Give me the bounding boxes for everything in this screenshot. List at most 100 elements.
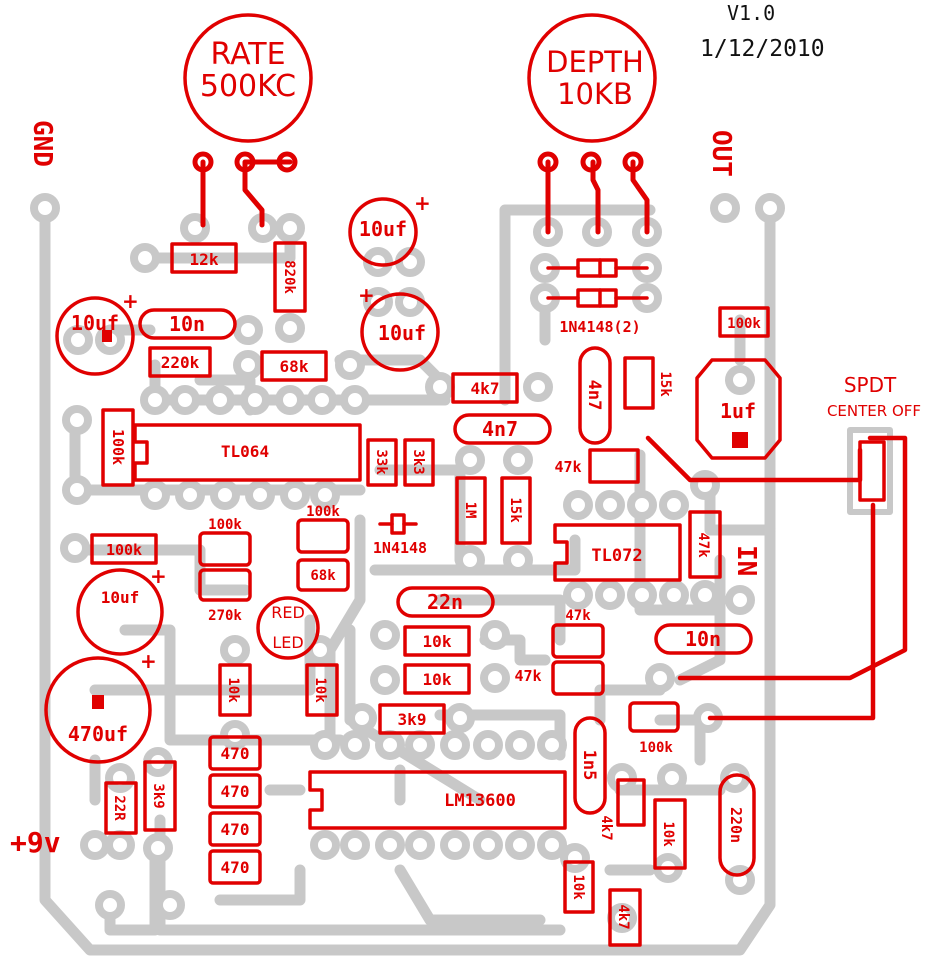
pad xyxy=(63,325,93,355)
c1uf-label: 1uf xyxy=(720,399,756,423)
pad xyxy=(523,372,553,402)
r100k-a-label: 100k xyxy=(106,541,142,559)
ground-bus-trace xyxy=(39,202,776,956)
r270k-outline xyxy=(198,568,252,602)
r33k-label: 33k xyxy=(373,449,389,475)
r10k-v1-label: 10k xyxy=(225,677,241,703)
r820k-outline xyxy=(273,241,307,313)
pot-lug xyxy=(276,151,298,173)
led-outline xyxy=(256,596,320,660)
r12k-outline xyxy=(170,242,238,274)
tl072-label: TL072 xyxy=(591,546,642,566)
r47k-v-outline xyxy=(688,510,722,579)
pad xyxy=(563,580,593,610)
r15k-top-outline xyxy=(623,356,655,410)
pad xyxy=(370,665,400,695)
c1uf-pin xyxy=(732,432,748,448)
r100k-top-outline xyxy=(718,306,770,338)
r10k-v4-label: 10k xyxy=(570,874,586,900)
r47k-c-label: 47k xyxy=(514,667,541,685)
pot-lug xyxy=(234,151,256,173)
pad xyxy=(205,385,235,415)
c10uf-top-outline xyxy=(348,197,418,267)
silkscreen-layer xyxy=(44,13,908,947)
polarity-marks: + + + + + xyxy=(122,191,431,673)
c10n-top-outline xyxy=(138,308,237,340)
pad xyxy=(62,405,92,435)
c470uf-label: 470uf xyxy=(68,722,128,746)
r3k3-outline xyxy=(403,438,435,487)
pad xyxy=(340,830,370,860)
r470-4-label: 470 xyxy=(221,858,250,877)
r4k7-label: 4k7 xyxy=(471,379,500,398)
r470-2-label: 470 xyxy=(221,782,250,801)
tl072-outline xyxy=(553,523,682,582)
c10uf-mid-outline xyxy=(360,292,440,372)
d1n4148-label: 1N4148 xyxy=(373,539,427,557)
plus-icon: + xyxy=(140,649,157,673)
power-pad xyxy=(80,830,110,860)
pad xyxy=(480,663,510,693)
pad xyxy=(170,385,200,415)
pad xyxy=(595,490,625,520)
r33k-outline xyxy=(366,438,398,487)
out-pad xyxy=(710,193,740,223)
r270k-label: 270k xyxy=(208,608,242,624)
pot-lug xyxy=(192,151,214,173)
pad xyxy=(233,350,263,380)
rate-pot-line2: 500KC xyxy=(200,69,296,104)
power-label: +9v xyxy=(10,826,61,859)
pad xyxy=(140,385,170,415)
pad xyxy=(505,830,535,860)
r220k-outline xyxy=(148,346,212,378)
r4k7-outline xyxy=(451,372,519,404)
pad xyxy=(335,350,365,380)
pad xyxy=(220,720,250,750)
trace-17 xyxy=(394,864,546,926)
pad xyxy=(240,385,270,415)
pad xyxy=(143,833,173,863)
silk-fill xyxy=(92,330,748,709)
r4k7-v-label: 4k7 xyxy=(598,815,614,840)
c220n-label: 220n xyxy=(727,807,745,843)
pad xyxy=(62,475,92,505)
in-label: IN xyxy=(731,545,761,576)
r4k7-v2-outline xyxy=(608,888,642,947)
r10k-v2-label: 10k xyxy=(312,677,328,703)
tl064-outline xyxy=(133,423,362,482)
r10k-v3-label: 10k xyxy=(660,821,676,847)
pot-lug xyxy=(622,151,644,173)
c4n7-h-label: 4n7 xyxy=(482,417,518,441)
pad xyxy=(627,580,657,610)
r470-2-outline xyxy=(208,773,262,809)
rate-pot-outline xyxy=(183,13,313,143)
r10k-a-label: 10k xyxy=(423,632,452,651)
r68k-top-label: 68k xyxy=(280,357,309,376)
r820k-label: 820k xyxy=(281,260,297,294)
spdt-switch-lever xyxy=(858,440,886,502)
trace-9 xyxy=(369,534,581,576)
pad xyxy=(659,580,689,610)
pad xyxy=(233,315,263,345)
plus-icon: + xyxy=(414,191,431,215)
pad xyxy=(340,730,370,760)
c4n7-v-label: 4n7 xyxy=(584,380,604,411)
r470-3-label: 470 xyxy=(221,820,250,839)
r3k9-h-outline xyxy=(378,703,446,735)
trace-14 xyxy=(704,484,776,536)
r10k-a-outline xyxy=(403,625,471,657)
pad xyxy=(473,730,503,760)
c10n-b-label: 10n xyxy=(685,627,721,651)
trace-22 xyxy=(674,554,726,686)
pot-lug xyxy=(580,151,602,173)
lm13600-label: LM13600 xyxy=(444,791,516,811)
r10k-v1-outline xyxy=(218,663,252,717)
c10uf-top-label: 10uf xyxy=(359,217,407,241)
r100k-v-outline xyxy=(101,408,135,487)
plus-icon: + xyxy=(122,289,139,313)
c1uf-box xyxy=(695,358,782,460)
r22r-outline xyxy=(104,781,138,835)
diode-1n4148-outline xyxy=(390,513,406,535)
pad xyxy=(595,580,625,610)
r220k-label: 220k xyxy=(161,353,200,372)
